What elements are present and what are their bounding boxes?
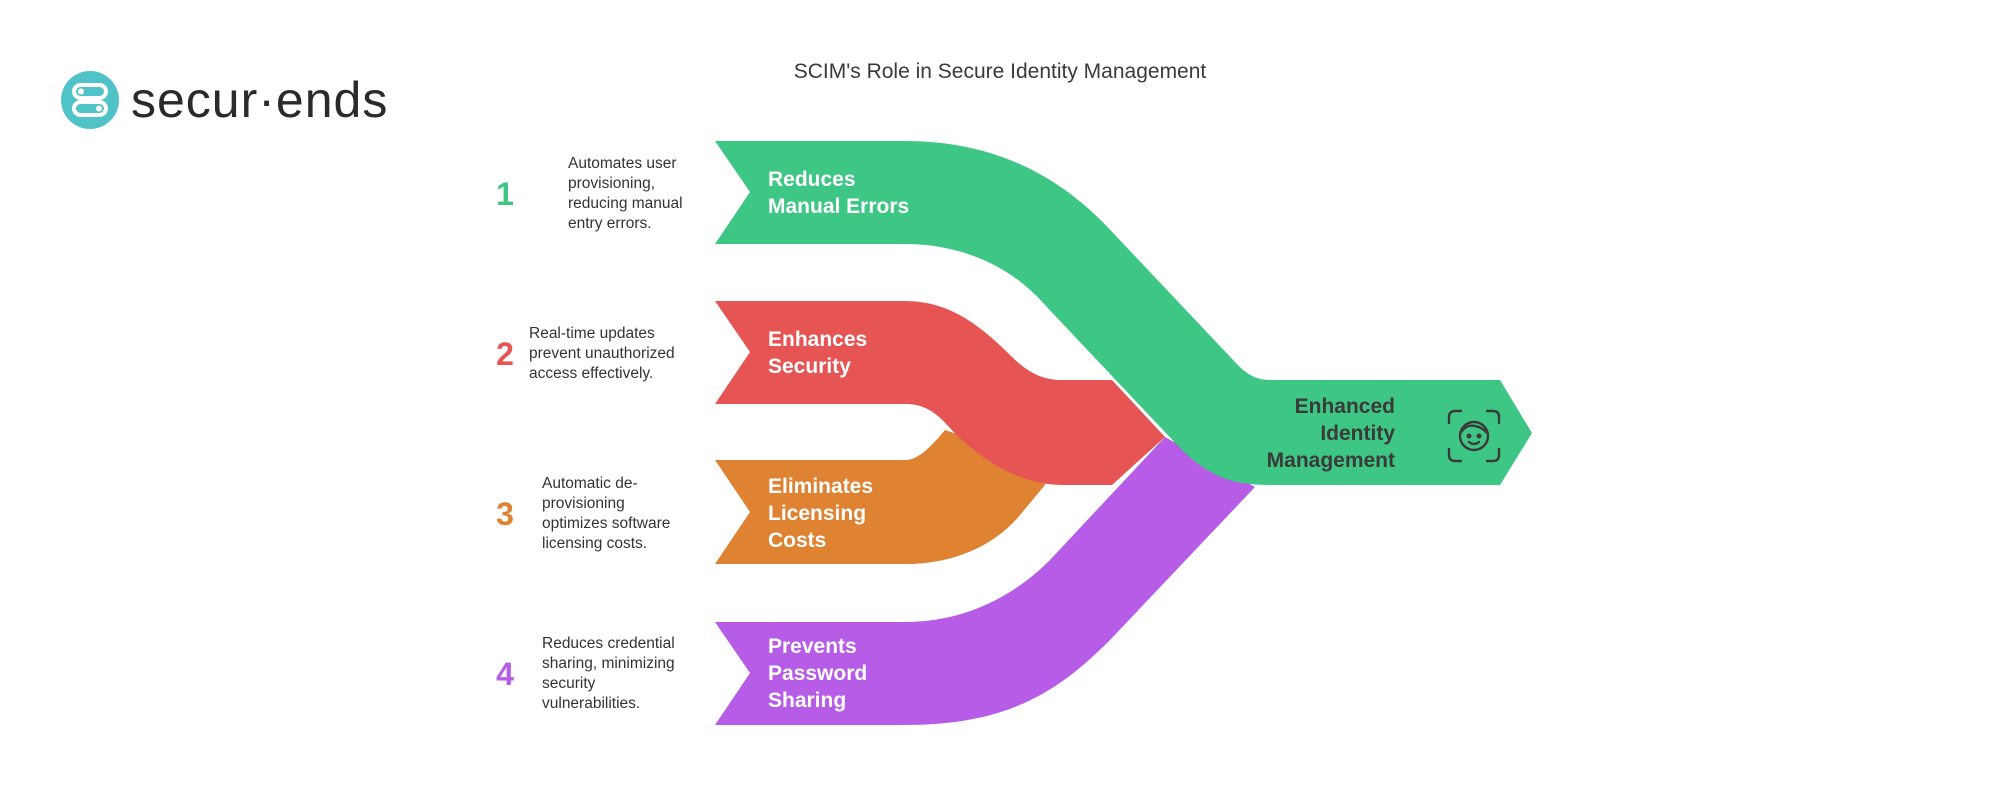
- item-2-description: Real-time updates prevent unauthorized a…: [529, 325, 675, 382]
- item-2-number: 2: [496, 336, 514, 372]
- outcome-label: Enhanced Identity Management: [1266, 395, 1395, 472]
- item-1-label: Reduces Manual Errors: [768, 168, 910, 218]
- item-1-number: 1: [496, 176, 514, 212]
- item-3-number: 3: [496, 496, 514, 532]
- item-3-description: Automatic de- provisioning optimizes sof…: [542, 475, 671, 552]
- item-4-description: Reduces credential sharing, minimizing s…: [542, 635, 675, 712]
- diagram-title: SCIM's Role in Secure Identity Managemen…: [793, 60, 1207, 83]
- band-enhances-security: [715, 301, 1165, 485]
- item-1-description: Automates user provisioning, reducing ma…: [568, 155, 683, 232]
- item-4-label: Prevents Password Sharing: [768, 635, 868, 712]
- item-4-number: 4: [496, 656, 514, 692]
- band-prevents-password-sharing: [715, 437, 1255, 725]
- band-reduces-manual-errors: [715, 141, 1532, 485]
- band-eliminates-licensing-costs: [715, 430, 1045, 564]
- brand-wordmark: secur·ends: [131, 72, 389, 128]
- brand-logo-icon: [61, 71, 119, 129]
- face-scan-icon: [1447, 409, 1501, 463]
- item-3-label: Eliminates Licensing Costs: [768, 475, 874, 552]
- item-2-label: Enhances Security: [768, 328, 868, 378]
- brand-logo: secur·ends: [61, 70, 388, 130]
